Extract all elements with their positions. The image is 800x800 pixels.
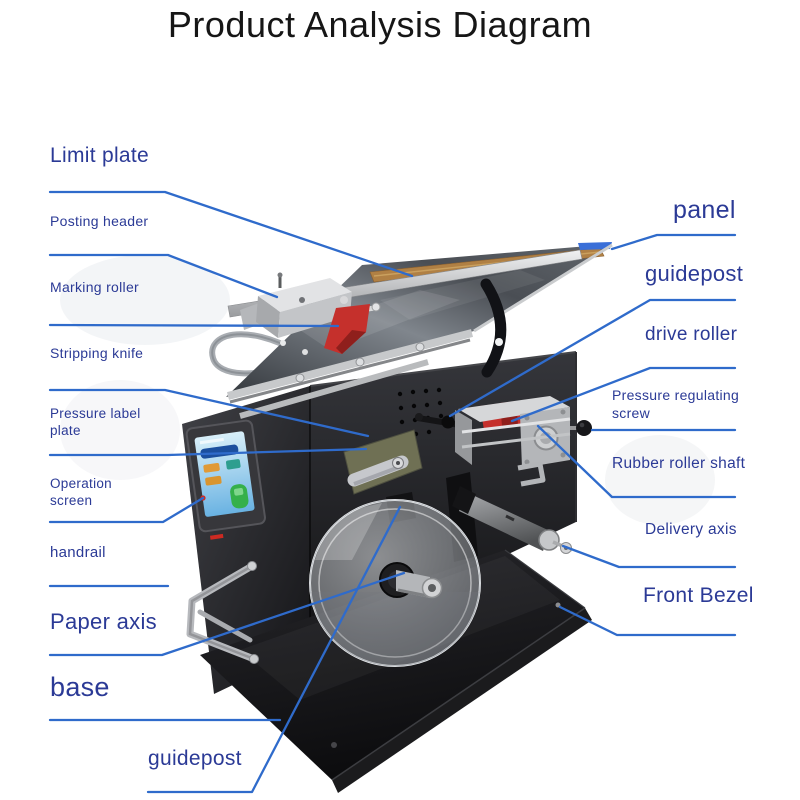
panel-tip: [578, 242, 612, 250]
label-pressure-label-plate: Pressure label plate: [50, 406, 141, 438]
label-pressure-regulating-screw: Pressure regulating screw: [612, 387, 740, 421]
label-operation-screen: Operation screen: [50, 476, 112, 508]
label-panel: panel: [673, 196, 736, 224]
label-delivery-axis: Delivery axis: [645, 521, 737, 538]
screen-led: [200, 495, 206, 501]
pressure-screw-knob: [576, 420, 592, 436]
stripping-knife-bracket: [343, 429, 423, 495]
label-paper-axis: Paper axis: [50, 609, 157, 634]
label-marking-roller: Marking roller: [50, 279, 139, 295]
label-drive-roller: drive roller: [645, 324, 738, 345]
page-title: Product Analysis Diagram: [167, 4, 593, 45]
marking-roller-clamp: [324, 296, 381, 354]
label-rubber-roller-shaft: Rubber roller shaft: [612, 455, 746, 472]
label-limit-plate: Limit plate: [50, 144, 150, 167]
label-guidepost-right: guidepost: [645, 261, 744, 286]
label-front-bezel: Front Bezel: [643, 584, 754, 607]
label-posting-header: Posting header: [50, 213, 149, 229]
label-guidepost-bottom: guidepost: [148, 747, 242, 770]
label-base: base: [50, 672, 110, 702]
label-handrail: handrail: [50, 544, 106, 561]
label-stripping-knife: Stripping knife: [50, 345, 144, 361]
